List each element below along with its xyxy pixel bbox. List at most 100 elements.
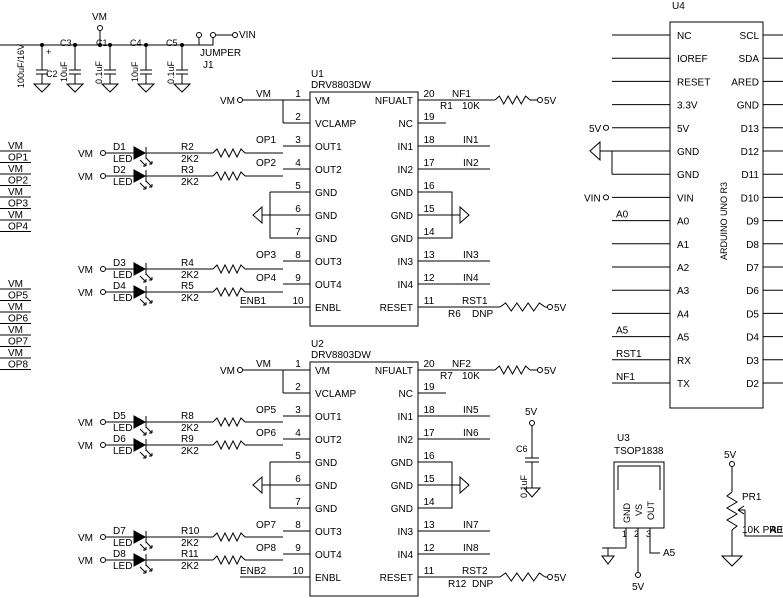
led-resistor-value: 2K2 — [181, 423, 199, 434]
u2-left-pin-num: 8 — [295, 520, 301, 531]
u1-left-pin-num: 10 — [292, 296, 304, 307]
u2-r-top-ref: R7 — [440, 371, 453, 382]
c3-value: 10uF — [59, 61, 69, 82]
led-resistor — [212, 147, 246, 159]
u1-right-pin-num: 11 — [424, 296, 435, 307]
u1-ref: U1 — [311, 69, 324, 80]
u1-left-pin-num: 3 — [295, 135, 301, 146]
u2-left-pin-num: 3 — [295, 405, 301, 416]
u3-pin-vs: VS — [634, 504, 644, 516]
u1-net-vm: VM — [256, 89, 271, 100]
led-vm-port — [100, 557, 106, 563]
u2-net-in: IN8 — [463, 543, 479, 554]
u1-right-pin-name: NC — [399, 119, 413, 130]
u2-right-pin-name: IN2 — [397, 435, 413, 446]
u1-left-pin-num: 7 — [295, 227, 301, 238]
u1-left-pin-name: VM — [315, 96, 330, 107]
led-resistor-value: 2K2 — [181, 446, 199, 457]
led-ref: D3 — [113, 258, 126, 269]
led-vm-port — [100, 289, 106, 295]
u2-right-pin-num: 20 — [423, 359, 435, 370]
connector-row-label: OP5 — [8, 291, 28, 302]
connector-row-label: VM — [8, 141, 23, 152]
u3-pin1: 1 — [622, 529, 627, 539]
u1-right-pin-num: 13 — [423, 250, 435, 261]
u2-r-top-resistor — [494, 364, 531, 376]
led-ray-icon — [145, 541, 153, 549]
u2-right-pin-name: NFUALT — [375, 366, 413, 377]
led-ray-icon — [145, 564, 153, 572]
led-ray-icon — [139, 182, 147, 190]
u2-net-nf: NF2 — [452, 359, 471, 370]
u4-net-a0: A0 — [616, 210, 629, 221]
u1-net-in: IN4 — [463, 273, 479, 284]
u2-vclamp-link — [243, 369, 284, 393]
u2-left-pin-num: 2 — [295, 382, 301, 393]
u2-left-pin-num: 7 — [295, 497, 301, 508]
u4-left-pin-name: A1 — [677, 240, 690, 251]
u3-ref: U3 — [617, 433, 630, 444]
u4-left-pin-name: GND — [677, 170, 699, 181]
u2-vm-port — [237, 367, 243, 373]
led-resistor-ref: R8 — [181, 411, 194, 422]
u1-right-pin-name: RESET — [380, 303, 413, 314]
u4-net-rst1: RST1 — [616, 349, 642, 360]
led-resistor-ref: R2 — [181, 142, 194, 153]
led-vm-label: VM — [78, 149, 93, 160]
u2-right-pin-name: GND — [391, 458, 413, 469]
led-resistor-ref: R3 — [181, 165, 194, 176]
led-diode-icon — [133, 553, 147, 567]
u1-vclamp-link — [243, 99, 284, 123]
u1-left-pin-num: 8 — [295, 250, 301, 261]
led-resistor — [212, 170, 246, 182]
led-vm-port — [100, 150, 106, 156]
u1-right-pin-num: 17 — [423, 158, 435, 169]
u1-net-out: OP4 — [256, 273, 276, 284]
c2-ground-icon — [32, 83, 52, 93]
u2-net-in: IN5 — [463, 405, 479, 416]
u1-left-pin-name: VCLAMP — [315, 119, 356, 130]
c5-value: 0.1uF — [166, 60, 176, 84]
u1-r-top-val: 10K — [462, 101, 480, 112]
c6-ground-icon — [522, 487, 542, 498]
u4-left-pin-name: A0 — [677, 217, 690, 228]
connector-row-label: OP6 — [8, 314, 28, 325]
u2-left-pin-num: 4 — [295, 428, 301, 439]
u4-gnd-link — [600, 150, 613, 175]
u1-right-pin-name: IN4 — [397, 280, 413, 291]
u1-net-out: OP3 — [256, 250, 276, 261]
u4-right-pin-name: D9 — [746, 217, 759, 228]
u1-left-gnd-bus — [269, 191, 283, 239]
u4-left-pin-name: NC — [677, 31, 691, 42]
u1-right-pin-name: GND — [391, 234, 413, 245]
u2-left-pin-name: OUT3 — [315, 527, 342, 538]
led-diode-icon — [133, 262, 147, 276]
led-diode-icon — [133, 530, 147, 544]
u4-left-pin-name: RX — [677, 356, 691, 367]
c4-value: 10uF — [130, 61, 140, 82]
led-ref: D4 — [113, 281, 126, 292]
u2-right-pin-name: GND — [391, 481, 413, 492]
u4-body — [669, 21, 764, 409]
u4-left-pin-name: 5V — [677, 124, 690, 135]
u1-vm-port — [237, 97, 243, 103]
u1-vm-port-label: VM — [220, 96, 235, 107]
u4-left-pin-name: A5 — [677, 333, 690, 344]
driver-u1: U1DRV8803DW1VM20NFUALT2VCLAMP19NC3OUT118… — [220, 69, 567, 327]
u1-left-pin-num: 5 — [295, 181, 301, 192]
u4-right-pin-name: SCL — [740, 31, 760, 42]
u2-net-out: OP7 — [256, 520, 276, 531]
u2-right-pin-num: 14 — [423, 497, 435, 508]
connector-row-label: VM — [8, 187, 23, 198]
u4-right-pin-name: D10 — [741, 193, 760, 204]
connector-row-label: OP3 — [8, 199, 28, 210]
u2-r-top-net: 5V — [544, 366, 557, 377]
led-channels: VMD1LEDR22K2VMD2LEDR32K2VMD3LEDR42K2VMD4… — [78, 142, 283, 574]
led-resistor — [212, 531, 246, 543]
c4-ground-icon — [136, 83, 156, 93]
led-type: LED — [113, 538, 132, 549]
u4-right-pin-name: D13 — [741, 124, 760, 135]
u1-right-pin-num: 16 — [423, 181, 435, 192]
u2-net-out: OP6 — [256, 428, 276, 439]
led-type: LED — [113, 293, 132, 304]
